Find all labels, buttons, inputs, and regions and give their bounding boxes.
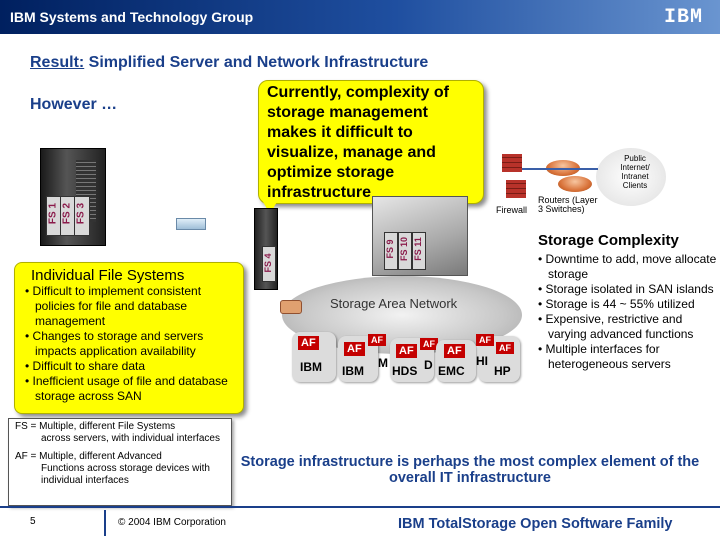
def-af-line1: AF = Multiple, different Advanced [15, 451, 162, 462]
storage-complexity-panel [530, 232, 718, 426]
footer-separator [104, 510, 106, 536]
footer-line [0, 506, 720, 508]
sc-bullet-2: • Storage isolated in SAN islands [538, 282, 714, 296]
page-number: 5 [30, 516, 36, 527]
server-right-fs-10 [398, 232, 412, 270]
firewall-icon-2 [506, 180, 526, 198]
af-badge-5b: AF [496, 342, 514, 354]
bottom-message: Storage infrastructure is perhaps the mo… [240, 454, 700, 486]
def-af-line2: Functions across storage devices with in… [41, 463, 210, 486]
ifs-bullet-2: • Changes to storage and servers impacts… [25, 329, 204, 358]
def-fs-line1: FS = Multiple, different File Systems [15, 421, 176, 432]
af-badge-4: AF [444, 344, 465, 358]
copyright: © 2004 IBM Corporation [118, 517, 226, 528]
partial-label-m: M [378, 356, 388, 370]
fs-label-3-text: FS 3 [75, 202, 87, 225]
vendor-hp: HP [494, 364, 511, 378]
server-right-fs-9-text: FS 9 [385, 239, 395, 259]
firewall-icon [502, 154, 522, 172]
partial-label-d: D [424, 358, 433, 372]
ibm-logo: IBM [664, 6, 704, 29]
individual-fs-title: Individual File Systems [31, 267, 185, 284]
switch-icon [176, 218, 206, 230]
af-badge-3b: AF [420, 338, 438, 350]
slide-title: Result: Simplified Server and Network In… [30, 54, 428, 72]
server-right-fs-9 [384, 232, 398, 270]
footer-brand: IBM TotalStorage Open Software Family [398, 516, 673, 532]
san-tape-icon [280, 300, 302, 314]
af-badge-1: AF [298, 336, 319, 350]
af-badge-2b: AF [368, 334, 386, 346]
vendor-ibm-1: IBM [300, 360, 322, 374]
complexity-callout: Currently, complexity of storage managem… [258, 80, 484, 204]
ifs-bullet-4: • Inefficient usage of file and database… [25, 374, 228, 403]
vendor-ibm-2: IBM [342, 364, 364, 378]
sc-bullet-3: • Storage is 44 ~ 55% utilized [538, 297, 695, 311]
individual-file-systems-box: Individual File Systems • Difficult to i… [14, 262, 244, 414]
routers-label: Routers (Layer 3 Switches) [538, 195, 598, 214]
server-mid-label-box [262, 246, 276, 282]
fs-label-2-text: FS 2 [61, 202, 73, 225]
vendor-emc: EMC [438, 364, 465, 378]
vendor-hds: HDS [392, 364, 418, 378]
san-label: Storage Area Network [330, 296, 458, 311]
firewall-label: Firewall [496, 205, 528, 215]
ifs-bullet-3: • Difficult to share data [25, 359, 146, 373]
server-fs-labels: FS 1 FS 2 FS 3 [46, 196, 102, 236]
partial-label-hi: HI [476, 354, 488, 368]
clients-label: Public Internet/ Intranet Clients [620, 154, 650, 190]
fs-label-1-text: FS 1 [47, 202, 59, 225]
header-title: IBM Systems and Technology Group [10, 9, 254, 25]
clients-cloud [596, 148, 666, 206]
server-right-fs-11-text: FS 11 [413, 237, 423, 261]
af-badge-2: AF [344, 342, 365, 356]
router-icon-2 [558, 176, 592, 192]
slide-title-prefix: Result: [30, 54, 85, 71]
sc-bullet-5: • Multiple interfaces for heterogeneous … [538, 342, 671, 371]
sc-bullet-1: • Downtime to add, move allocate storage [538, 252, 717, 281]
storage-complexity-title: Storage Complexity [538, 232, 679, 249]
sc-bullet-4: • Expensive, restrictive and varying adv… [538, 312, 694, 341]
header-bar [0, 0, 720, 34]
network-link-line [522, 168, 598, 170]
def-fs-line2: across servers, with individual interfac… [41, 433, 220, 444]
slide-title-rest: Simplified Server and Network Infrastruc… [84, 54, 429, 71]
af-badge-3: AF [396, 344, 417, 358]
fs-label-3 [74, 196, 90, 236]
server-right-fs-10-text: FS 10 [399, 237, 409, 262]
storage-complexity-bullets: • Downtime to add, move allocate storage… [530, 252, 720, 372]
af-badge-5: AF [476, 334, 494, 346]
server-right-fs-11 [412, 232, 426, 270]
definitions-box: FS = Multiple, different File Systems ac… [8, 418, 232, 506]
ifs-bullet-1: • Difficult to implement consistent poli… [25, 284, 202, 328]
however-label: However … [30, 96, 118, 113]
server-mid-label: FS 4 [263, 253, 273, 273]
